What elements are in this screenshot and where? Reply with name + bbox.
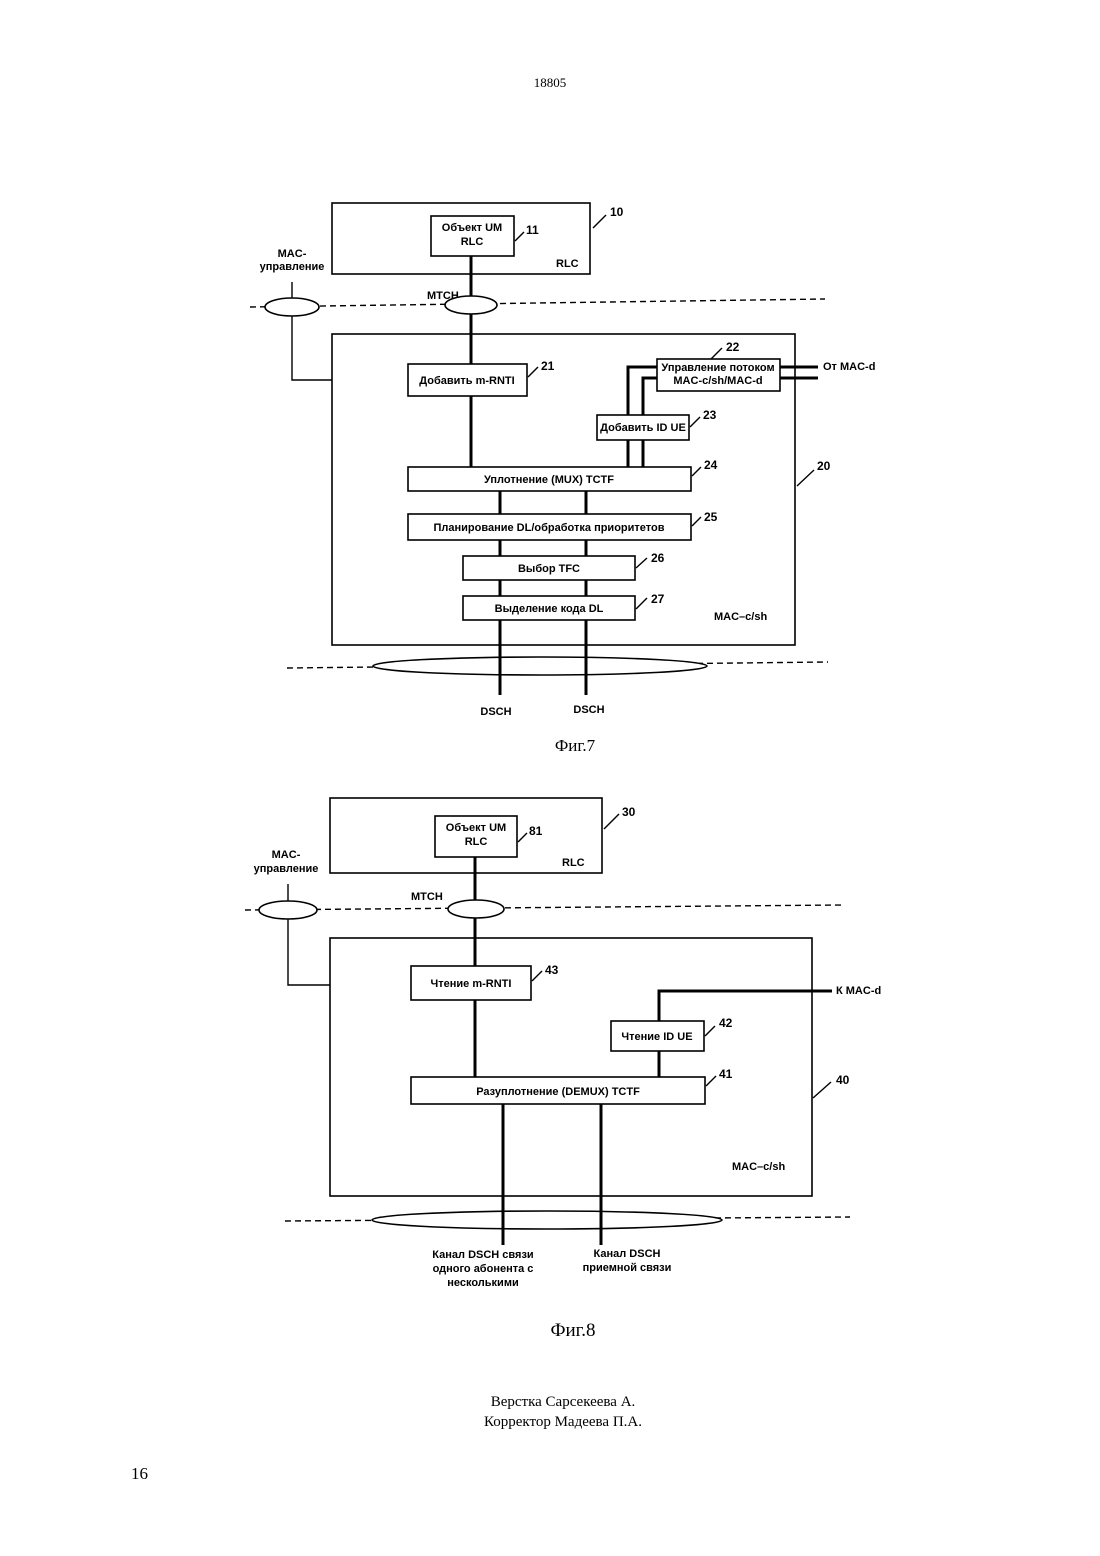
footer-layout-credit: Верстка Сарсекеева А. <box>491 1394 636 1410</box>
leader-22 <box>711 348 722 359</box>
channel-1-label-line3: несколькими <box>447 1277 518 1289</box>
leader-26 <box>636 558 647 568</box>
leader-20 <box>797 470 814 486</box>
mac-csh-frame-8 <box>330 938 812 1196</box>
figure-7: RLC 10 Объект UM RLC 11 MAC- управление … <box>250 203 875 755</box>
add-m-rnti-label: Добавить m-RNTI <box>419 375 514 387</box>
mac-control-label-8-line1: MAC- <box>272 849 301 861</box>
figure-8-caption: Фиг.8 <box>550 1320 595 1341</box>
um-rlc-label-line1: Объект UM <box>442 222 502 234</box>
leader-43 <box>532 971 542 981</box>
flow-control-num: 22 <box>726 340 740 354</box>
rlc-num: 10 <box>610 205 624 219</box>
leader-27 <box>636 598 647 609</box>
leader-81 <box>518 833 527 842</box>
tfc-selection-num: 26 <box>651 551 665 565</box>
leader-21 <box>528 367 538 377</box>
mac-control-oval <box>265 298 319 316</box>
boundary-dashed-top-8 <box>245 905 843 910</box>
read-id-ue-label: Чтение ID UE <box>621 1031 692 1043</box>
tfc-selection-label: Выбор TFC <box>518 563 580 575</box>
channel-oval-8 <box>372 1211 722 1229</box>
mac-control-label-8-line2: управление <box>254 863 319 875</box>
add-id-ue-num: 23 <box>703 408 717 422</box>
page-header-number: 18805 <box>534 75 567 90</box>
demux-tctf-label: Разуплотнение (DEMUX) TCTF <box>476 1086 640 1098</box>
dsch-oval <box>373 657 707 675</box>
rlc-num-8: 30 <box>622 805 636 819</box>
mac-control-connector-8 <box>288 919 330 985</box>
mac-csh-num-8: 40 <box>836 1073 850 1087</box>
scheduling-label: Планирование DL/обработка приоритетов <box>434 522 665 534</box>
page-number: 16 <box>131 1464 148 1483</box>
um-rlc-label-line2: RLC <box>461 236 484 248</box>
figure-8: RLC 30 Объект UM RLC 81 MAC- управление … <box>245 798 881 1341</box>
from-macd-label: От MAC-d <box>823 361 875 373</box>
flow-control-line1: Управление потоком <box>661 362 774 374</box>
mac-control-connector <box>292 316 332 380</box>
dl-code-num: 27 <box>651 592 665 606</box>
rlc-label-8: RLC <box>562 857 585 869</box>
leader-40 <box>813 1082 831 1098</box>
leader-10 <box>593 215 606 228</box>
um-rlc-label-8-line1: Объект UM <box>446 822 506 834</box>
um-rlc-label-8-line2: RLC <box>465 836 488 848</box>
footer-corrector-credit: Корректор Мадеева П.А. <box>484 1414 642 1430</box>
flow-control-line2: MAC-c/sh/MAC-d <box>673 375 762 387</box>
dsch-label-1: DSCH <box>480 706 511 718</box>
channel-1-label-line1: Канал DSCH связи <box>432 1249 533 1261</box>
add-m-rnti-num: 21 <box>541 359 555 373</box>
leader-42 <box>705 1026 715 1036</box>
leader-41 <box>706 1076 716 1086</box>
um-rlc-num: 11 <box>526 223 539 237</box>
add-id-ue-label: Добавить ID UE <box>600 422 686 434</box>
mtch-label-8: MTCH <box>411 891 443 903</box>
boundary-dashed-top <box>250 299 825 307</box>
channel-1-label-line2: одного абонента с <box>433 1263 534 1275</box>
mac-csh-num: 20 <box>817 459 831 473</box>
scheduling-num: 25 <box>704 510 718 524</box>
channel-2-label-line1: Канал DSCH <box>594 1248 661 1260</box>
channel-2-label-line2: приемной связи <box>583 1262 672 1274</box>
um-rlc-num-8: 81 <box>529 824 543 838</box>
mux-tctf-label: Уплотнение (MUX) TCTF <box>484 474 614 486</box>
dl-code-label: Выделение кода DL <box>495 603 604 615</box>
dsch-label-2: DSCH <box>573 704 604 716</box>
leader-25 <box>692 517 701 526</box>
rlc-label: RLC <box>556 258 579 270</box>
read-id-ue-num: 42 <box>719 1016 733 1030</box>
mac-csh-label-8: MAC–c/sh <box>732 1161 785 1173</box>
leader-11 <box>515 232 524 241</box>
to-macd-line <box>659 991 832 1021</box>
mux-tctf-num: 24 <box>704 458 718 472</box>
flow-to-ue-line <box>643 378 657 415</box>
mac-csh-label: MAC–c/sh <box>714 611 767 623</box>
read-m-rnti-label: Чтение m-RNTI <box>431 978 512 990</box>
mac-control-label-line1: MAC- <box>278 248 307 260</box>
leader-30 <box>604 814 619 829</box>
leader-24 <box>692 467 701 476</box>
leader-23 <box>690 417 700 427</box>
demux-tctf-num: 41 <box>719 1067 733 1081</box>
read-m-rnti-num: 43 <box>545 963 559 977</box>
mac-control-label-line2: управление <box>260 261 325 273</box>
mtch-oval-8 <box>448 900 504 918</box>
mtch-oval <box>445 296 497 314</box>
mac-control-oval-8 <box>259 901 317 919</box>
figure-7-caption: Фиг.7 <box>555 736 596 755</box>
to-macd-label: К MAC-d <box>836 985 881 997</box>
